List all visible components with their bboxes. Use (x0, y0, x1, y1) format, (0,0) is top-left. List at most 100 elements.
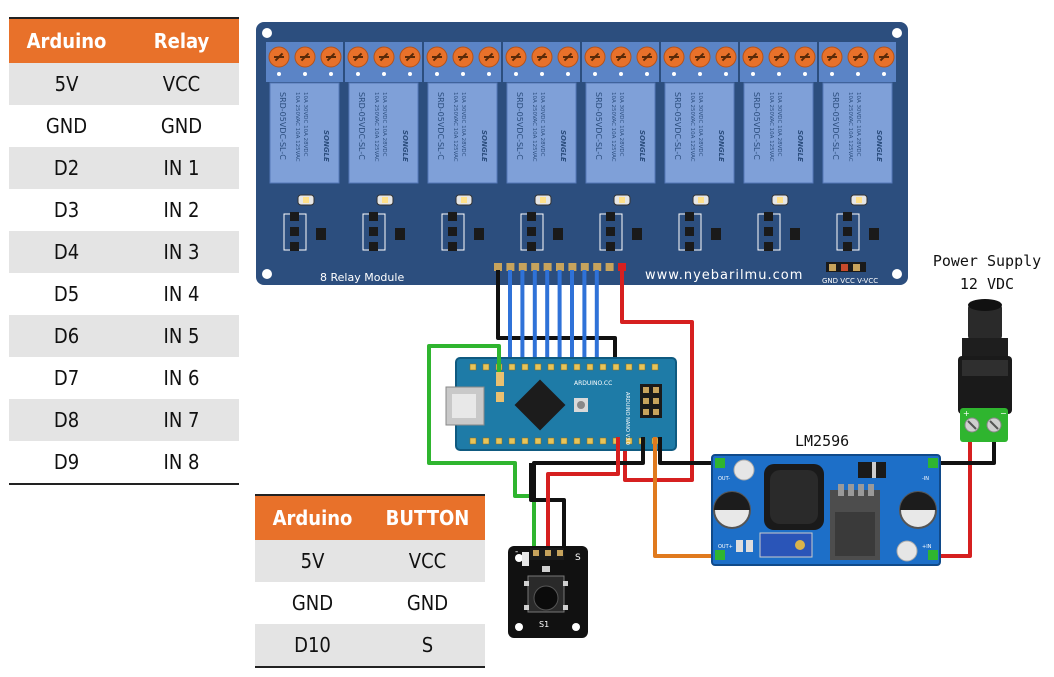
arduino-brand-label: ARDUINO.CC (574, 380, 612, 387)
relay-rating-text: 10A 30VDC 10A 28VDC (302, 92, 308, 157)
relay-driver-circuit (678, 194, 721, 251)
power-supply-label-line2: 12 VDC (960, 275, 1014, 293)
table-cell: GND (45, 114, 88, 138)
relay-model-text: SRD-05VDC-SL-C (278, 92, 287, 160)
regulator-in-plus-label: +IN (922, 544, 932, 550)
relay-model-text: SRD-05VDC-SL-C (752, 92, 761, 160)
relay-model-text: SRD-05VDC-SL-C (831, 92, 840, 160)
relay-rating-text: 10A 30VDC 10A 28VDC (776, 92, 782, 157)
table-cell: IN 5 (124, 315, 239, 357)
relay-rating-text: 10A 250VAC 10A 125VAC (373, 92, 379, 162)
relay-table-header-arduino: Arduino (9, 18, 124, 63)
table-cell: VCC (370, 540, 485, 582)
relay-terminal-block (663, 46, 737, 76)
relay-brand-text: SONGLE (401, 130, 409, 162)
relay-brand-text: SONGLE (480, 130, 488, 162)
relay-brand-text: SONGLE (322, 130, 330, 162)
table-cell: D5 (53, 282, 80, 306)
button-table-header-button: BUTTON (370, 495, 485, 540)
button-table-header-arduino: Arduino (255, 495, 370, 540)
table-cell: GND (160, 114, 203, 138)
relay-rating-text: 10A 30VDC 10A 28VDC (618, 92, 624, 157)
website-label: www.nyebarilmu.com (645, 268, 803, 283)
table-cell: D3 (53, 198, 80, 222)
table-cell: IN 3 (124, 231, 239, 273)
relay-rating-text: 10A 30VDC 10A 28VDC (697, 92, 703, 157)
power-supply-jack: Power Supply 12 VDC + − (933, 252, 1041, 442)
svg-text:−: − (1000, 409, 1007, 418)
lm2596-regulator: LM2596 OUT- OUT+ -IN +IN (711, 432, 941, 566)
relay-rating-text: 10A 250VAC 10A 125VAC (294, 92, 300, 162)
relay-rating-text: 10A 250VAC 10A 125VAC (768, 92, 774, 162)
regulator-in-minus-label: -IN (922, 476, 929, 482)
relay-rating-text: 10A 250VAC 10A 125VAC (610, 92, 616, 162)
relay-driver-circuit (441, 194, 484, 251)
power-supply-label-line1: Power Supply (933, 252, 1041, 270)
table-cell: D8 (9, 399, 124, 441)
table-cell: IN 6 (163, 366, 200, 390)
table-cell: IN 4 (163, 282, 200, 306)
relay-rating-text: 10A 250VAC 10A 125VAC (847, 92, 853, 162)
wires-button-power (427, 344, 996, 558)
relay-model-text: SRD-05VDC-SL-C (673, 92, 682, 160)
relay-table-header-relay: Relay (124, 18, 239, 63)
svg-text:+: + (963, 409, 970, 418)
button-pin-s-label: S (575, 553, 581, 563)
relay-driver-circuit (362, 194, 405, 251)
relay-terminal-block (347, 46, 421, 76)
table-row: GND GND (9, 105, 239, 147)
table-row: D7 IN 6 (9, 357, 239, 399)
relay-brand-text: SONGLE (796, 130, 804, 162)
relay-driver-circuit (283, 194, 326, 251)
relay-brand-text: SONGLE (875, 130, 883, 162)
relay-rating-text: 10A 30VDC 10A 28VDC (855, 92, 861, 157)
relay-driver-circuit (520, 194, 563, 251)
table-cell: D6 (9, 315, 124, 357)
table-cell: 5V (255, 540, 370, 582)
relay-terminal-block (268, 46, 342, 76)
relay-brand-text: SONGLE (559, 130, 567, 162)
relay-model-text: SRD-05VDC-SL-C (436, 92, 445, 160)
table-cell: IN 7 (124, 399, 239, 441)
relay-driver-circuit (599, 194, 642, 251)
table-cell: IN 8 (163, 450, 200, 474)
relay-power-pins-label: GND VCC V-VCC (822, 277, 878, 285)
table-row: D5 IN 4 (9, 273, 239, 315)
regulator-out-minus-label: OUT- (718, 476, 730, 482)
relay-brand-text: SONGLE (717, 130, 725, 162)
button-module: S - S1 (508, 546, 588, 638)
arduino-nano: ARDUINO.CC ARDUINO NANO V3.0 (445, 357, 677, 451)
relay-driver-circuit (757, 194, 800, 251)
arduino-model-label: ARDUINO NANO V3.0 (624, 392, 630, 445)
relay-rating-text: 10A 30VDC 10A 28VDC (539, 92, 545, 157)
table-cell: D2 (9, 147, 124, 189)
relay-rating-text: 10A 30VDC 10A 28VDC (381, 92, 387, 157)
relay-model-text: SRD-05VDC-SL-C (515, 92, 524, 160)
table-cell: D4 (9, 231, 124, 273)
relay-rating-text: 10A 30VDC 10A 28VDC (460, 92, 466, 157)
table-cell: S (370, 624, 485, 667)
relay-terminal-block (584, 46, 658, 76)
relay-terminal-block (426, 46, 500, 76)
table-cell: D7 (53, 366, 80, 390)
table-cell: D10 (255, 624, 370, 667)
regulator-label: LM2596 (795, 432, 849, 450)
